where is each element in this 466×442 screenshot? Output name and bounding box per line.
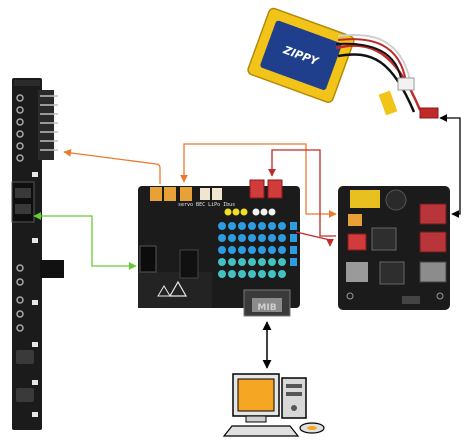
computer-monitor xyxy=(232,373,280,423)
computer-tower xyxy=(281,377,307,419)
connection-orange-to-strip xyxy=(63,149,161,184)
connection-green xyxy=(33,212,137,270)
lipo-battery: ZIPPY xyxy=(247,7,439,119)
connection-battery xyxy=(439,114,461,218)
amber-connector xyxy=(150,187,192,201)
led-strip xyxy=(11,78,64,430)
computer-keyboard xyxy=(222,422,325,437)
connection-red xyxy=(268,149,336,247)
power-distribution-board xyxy=(338,186,450,310)
output-connector xyxy=(419,203,447,283)
usb-port-label: MIB xyxy=(257,303,276,313)
servo-pin-grid xyxy=(218,222,286,254)
desktop-computer xyxy=(222,373,325,437)
pin-header xyxy=(38,90,58,160)
warning-icon xyxy=(157,280,188,297)
board-silkscreen: servo BEC LiPo Ibus xyxy=(178,202,235,208)
connection-orange-to-power xyxy=(180,143,337,218)
usb-port: MIB xyxy=(243,289,291,317)
servo-controller-board: servo BEC LiPo Ibus MIB xyxy=(138,179,300,317)
